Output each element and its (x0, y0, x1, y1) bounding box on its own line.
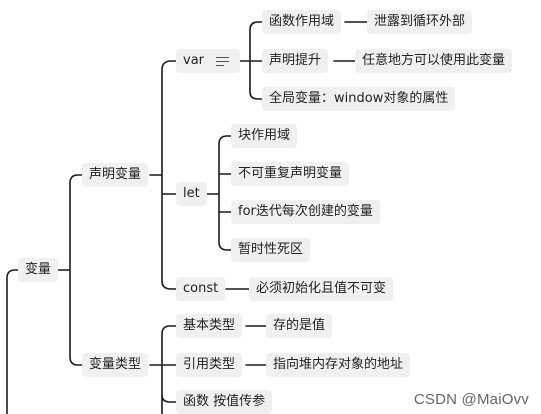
connector-var-details (333, 21, 368, 62)
node-variable-types[interactable]: 变量类型 (82, 353, 149, 377)
connector-var-children (239, 21, 263, 100)
node-function-pass-by-value[interactable]: 函数 按值传参 (176, 390, 273, 414)
note-menu-icon (216, 57, 229, 67)
node-var-function-scope[interactable]: 函数作用域 (262, 10, 342, 34)
connector-types-details (245, 325, 267, 366)
node-let-tdz[interactable]: 暂时性死区 (231, 238, 311, 262)
connector-declare-children (149, 60, 177, 290)
watermark: CSDN @MaiOvv (413, 391, 529, 408)
node-let[interactable]: let (176, 182, 207, 206)
node-var[interactable]: var (176, 49, 240, 73)
connector-let-children (206, 135, 232, 251)
connector-types-children (149, 325, 177, 414)
node-let-no-redeclare[interactable]: 不可重复声明变量 (231, 162, 350, 186)
node-const[interactable]: const (176, 277, 226, 301)
node-reference-type[interactable]: 引用类型 (176, 353, 243, 377)
node-basic-type-detail[interactable]: 存的是值 (266, 314, 333, 338)
node-var-global[interactable]: 全局变量：window对象的属性 (262, 87, 456, 111)
connector-root-children (53, 174, 83, 366)
node-root[interactable]: 变量 (18, 258, 59, 282)
node-const-detail[interactable]: 必须初始化且值不可变 (249, 277, 394, 301)
node-var-hoisting[interactable]: 声明提升 (262, 49, 329, 73)
node-var-label: var (183, 53, 205, 68)
connector-trunk (6, 269, 19, 414)
node-reference-type-detail[interactable]: 指向堆内存对象的地址 (266, 353, 411, 377)
node-declare-variable[interactable]: 声明变量 (82, 163, 149, 187)
node-let-block-scope[interactable]: 块作用域 (231, 124, 298, 148)
node-let-for-loop[interactable]: for迭代每次创建的变量 (231, 200, 380, 224)
node-basic-type[interactable]: 基本类型 (176, 314, 243, 338)
node-var-scope-leak[interactable]: 泄露到循环外部 (367, 10, 473, 34)
node-var-hoisting-detail[interactable]: 任意地方可以使用此变量 (355, 49, 513, 73)
